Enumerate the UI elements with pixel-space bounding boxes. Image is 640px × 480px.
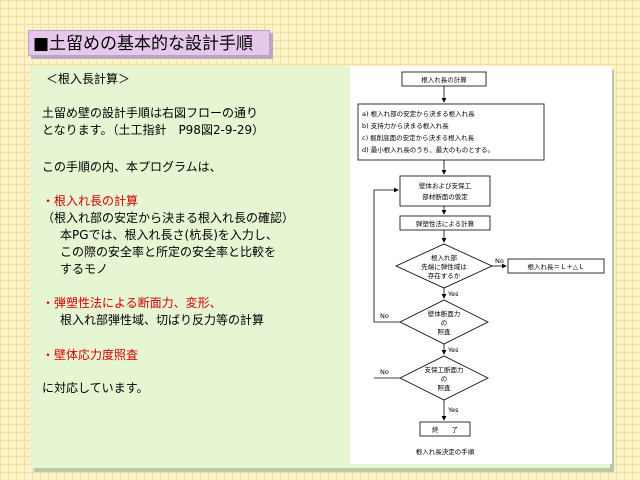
no-label-2: No xyxy=(380,312,389,320)
flowchart: 根入れ長の計算 a) 根入れ部の安定から決まる根入れ長 b) 支持力から決まる根… xyxy=(350,66,612,464)
yes-label-2: Yes xyxy=(447,346,459,354)
result-box xyxy=(507,258,605,274)
decision-wall-2: の xyxy=(441,319,448,327)
closing-line: に対応しています。 xyxy=(42,381,149,395)
criteria-a: a) 根入れ部の安定から決まる根入れ長 xyxy=(362,109,475,118)
assume-label-1: 壁体および支保工 xyxy=(419,181,472,190)
decision-elastic-2: 先端に弾性域は xyxy=(421,262,467,271)
criteria-d: d) 最小根入れ長のうち、最大のものとする。 xyxy=(362,145,494,154)
decision-elastic-1: 根入れ部 xyxy=(431,253,458,262)
content-panel: ＜根入長計算＞ 土留め壁の設計手順は右図フローの通り となります。（土工指針 P… xyxy=(30,66,612,468)
assume-label-2: 部材断面の仮定 xyxy=(422,192,468,201)
item-1-line-4: するモノ xyxy=(60,262,109,276)
item-2-line-1: 根入れ部弾性域、切ばり反力等の計算 xyxy=(60,313,265,327)
program-line: この手順の内、本プログラムは、 xyxy=(42,160,222,174)
start-label: 根入れ長の計算 xyxy=(421,75,467,84)
item-2-title: ・弾塑性法による断面力、変形、 xyxy=(42,296,222,310)
item-1-line-3: この際の安全率と所定の安全率と比較を xyxy=(60,245,277,259)
end-label: 終 了 xyxy=(432,425,458,434)
decision-wall-1: 壁体断面力 xyxy=(428,309,461,318)
calc-box xyxy=(399,215,491,231)
decision-wall-3: 照査 xyxy=(438,327,452,336)
decision-elastic-3: 存在するか xyxy=(428,271,461,280)
assume-box xyxy=(399,175,491,207)
criteria-box xyxy=(357,103,545,161)
yes-label-1: Yes xyxy=(447,290,459,298)
criteria-b: b) 支持力から決まる根入れ長 xyxy=(362,121,449,130)
flowchart-diagram: 根入れ長の計算 a) 根入れ部の安定から決まる根入れ長 b) 支持力から決まる根… xyxy=(357,71,605,456)
no-label-1: No xyxy=(495,257,504,265)
no-label-3: No xyxy=(380,368,389,376)
item-1-line-1: （根入れ部の安定から決まる根入れ長の確認） xyxy=(42,211,295,225)
yes-label-3: Yes xyxy=(447,406,459,414)
intro-line-2: となります。（土工指針 P98図2-9-29） xyxy=(42,123,265,137)
calc-label: 弾塑性法による計算 xyxy=(416,219,475,228)
decision-support-1: 支保工断面力 xyxy=(425,365,464,374)
intro-line-1: 土留め壁の設計手順は右図フローの通り xyxy=(42,106,259,120)
flowchart-caption: 根入れ長決定の手順 xyxy=(416,447,475,456)
item-1-title: ・根入れ長の計算 xyxy=(42,194,139,208)
section-heading: ＜根入長計算＞ xyxy=(46,72,131,86)
item-3-title: ・壁体応力度照査 xyxy=(42,348,139,362)
page-title: ■土留めの基本的な設計手順 xyxy=(28,30,270,56)
criteria-c: c) 掘削底面の安定から決まる根入れ長 xyxy=(362,133,475,142)
decision-support-2: の xyxy=(441,375,448,383)
end-box xyxy=(419,421,471,437)
decision-support-3: 照査 xyxy=(438,383,452,392)
item-1-line-2: 本PGでは、根入れ長さ(杭長)を入力し、 xyxy=(60,228,278,242)
result-label: 根入れ長＝Ｌ＋△Ｌ xyxy=(528,262,585,271)
